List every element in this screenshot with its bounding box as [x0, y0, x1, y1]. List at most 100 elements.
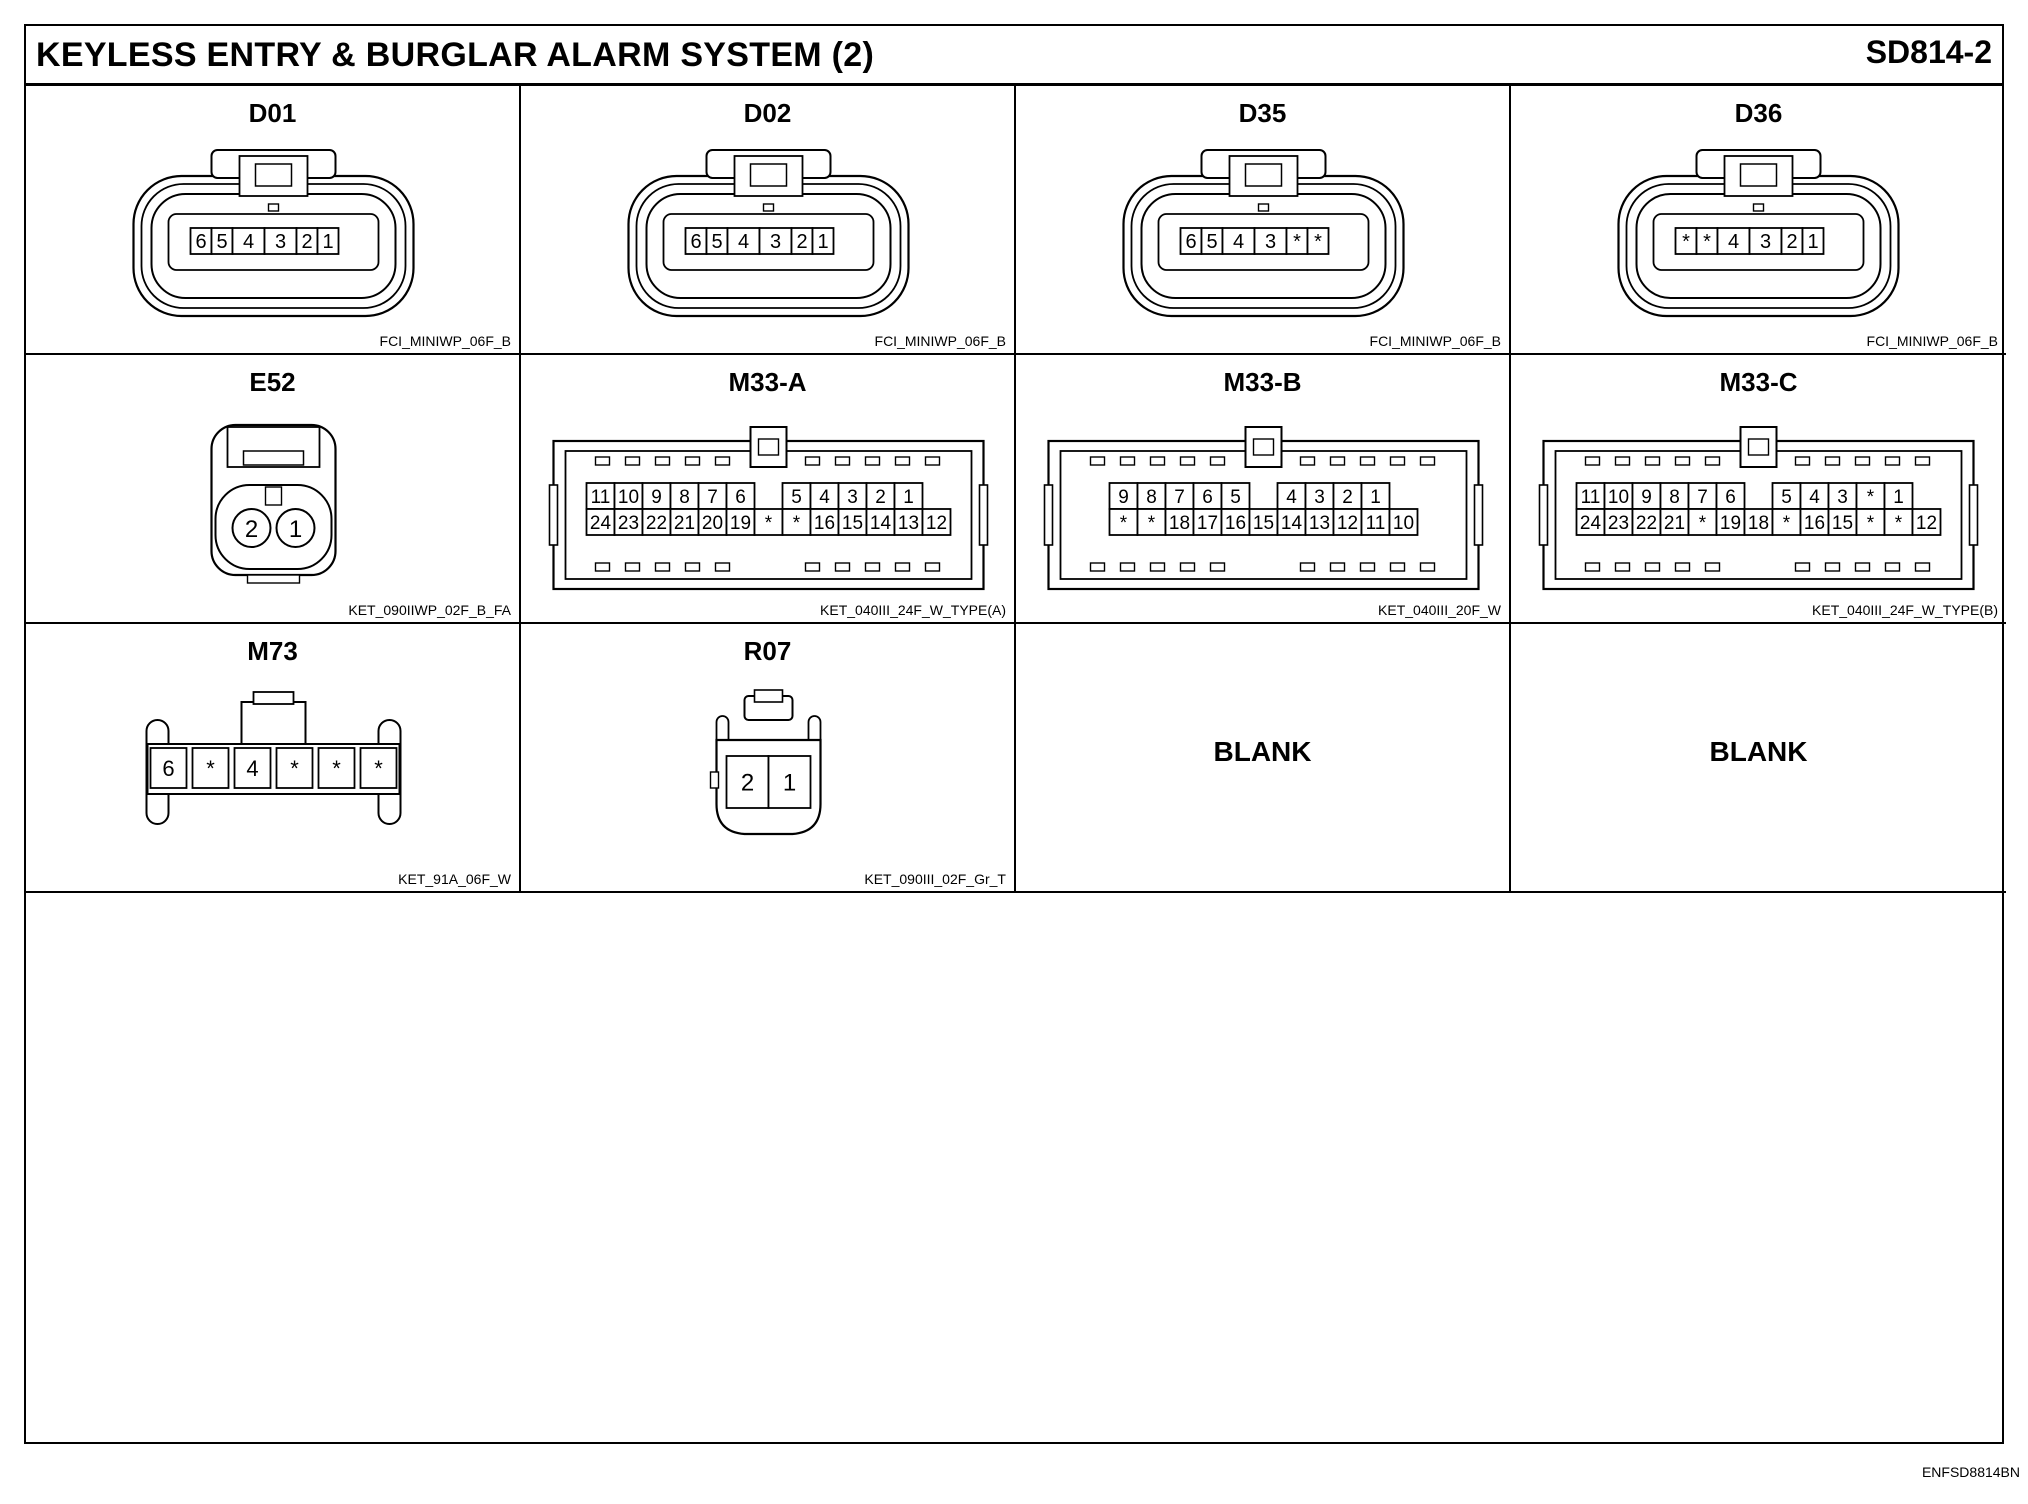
pin-cell: 24: [1575, 508, 1606, 536]
connector-type: FCI_MINIWP_06F_B: [379, 333, 511, 349]
terminal-slot: [1614, 562, 1631, 572]
sheet-code: SD814-2: [1865, 34, 1992, 70]
pin-cell: 15: [837, 508, 868, 536]
pin-cell: 14: [1276, 508, 1307, 536]
pin-number: 18: [1169, 513, 1190, 534]
pin-cell: 10: [613, 482, 644, 510]
pin-number: 6: [735, 487, 746, 508]
terminal-slot: [1419, 562, 1436, 572]
pin-number: 1: [1370, 487, 1381, 508]
terminal-slot: [924, 562, 941, 572]
pin-number: *: [332, 756, 341, 781]
pin-number: 4: [246, 756, 258, 781]
pin-cell: 3: [758, 227, 793, 255]
pin-cell: 1: [811, 227, 835, 255]
pin-cell: 3: [1748, 227, 1783, 255]
latch-window: [757, 438, 780, 456]
pin-cell: 22: [641, 508, 672, 536]
pin-number: 1: [289, 516, 302, 543]
terminal-slot: [594, 456, 611, 466]
pin-number: *: [1120, 513, 1128, 534]
pin-number: *: [1314, 231, 1322, 253]
pin-cell: *: [1883, 508, 1914, 536]
connector-id: M73: [247, 636, 298, 666]
housing-inner: [214, 484, 333, 570]
pin-cell: 2: [1332, 482, 1363, 510]
pin-cell: 6: [1715, 482, 1746, 510]
pin-cell: *: [1306, 227, 1330, 255]
pin-cell: 3: [837, 482, 868, 510]
pin-number: 3: [1265, 231, 1276, 253]
terminal-slot: [1179, 456, 1196, 466]
diagram-sheet: KEYLESS ENTRY & BURGLAR ALARM SYSTEM (2)…: [24, 24, 2006, 1444]
pin-number: 21: [1664, 513, 1685, 534]
terminal-slot: [1089, 456, 1106, 466]
pin-number: 21: [674, 513, 695, 534]
pin-cell: 2: [231, 508, 272, 548]
latch: [242, 450, 305, 466]
pin-number: 17: [1197, 513, 1218, 534]
connector-id: E52: [249, 367, 296, 397]
pin-cell: 1: [1801, 227, 1825, 255]
pin-cell: 19: [1715, 508, 1746, 536]
pin-number: 7: [707, 487, 718, 508]
pin-number: 2: [245, 516, 258, 543]
pin-number: 3: [770, 231, 781, 253]
terminal-slot: [654, 456, 671, 466]
pin-number: 6: [1725, 487, 1736, 508]
pin-cell: 5: [1771, 482, 1802, 510]
pin-cell: *: [1855, 508, 1886, 536]
pin-cell: 5: [781, 482, 812, 510]
terminal-slot: [1794, 456, 1811, 466]
pin-number: *: [374, 756, 383, 781]
pin-cell: 24: [585, 508, 616, 536]
terminal-slot: [1824, 456, 1841, 466]
terminal-slot: [1179, 562, 1196, 572]
pin-number: *: [1867, 487, 1875, 508]
pin-cell: 7: [1687, 482, 1718, 510]
terminal-slot: [894, 562, 911, 572]
terminal-slot: [864, 562, 881, 572]
pin-number: 15: [1832, 513, 1853, 534]
pin-number: 19: [1720, 513, 1741, 534]
pin-number: 3: [847, 487, 858, 508]
pin-number: 5: [1230, 487, 1241, 508]
pin-number: 1: [817, 231, 828, 253]
connector-id: M33-C: [1719, 367, 1798, 397]
pin-cell: 2: [865, 482, 896, 510]
terminal-slot: [1644, 562, 1661, 572]
pin-cell: 5: [1220, 482, 1251, 510]
pin-number: 5: [1781, 487, 1792, 508]
terminal-slot: [594, 562, 611, 572]
pin-number: 22: [1636, 513, 1657, 534]
pin-number: 7: [1174, 487, 1185, 508]
locking-tab: [749, 426, 788, 468]
terminal-slot: [1884, 456, 1901, 466]
latch-window: [749, 163, 788, 187]
terminal-slot: [1329, 562, 1346, 572]
terminal-slot: [864, 456, 881, 466]
pin-number: 15: [842, 513, 863, 534]
latch: [252, 691, 295, 705]
pin-cell: 11: [1360, 508, 1391, 536]
terminal-slot: [1329, 456, 1346, 466]
connector-id: D02: [743, 98, 792, 128]
connector-type: KET_090IIWP_02F_B_FA: [348, 602, 511, 618]
pin-number: *: [206, 756, 215, 781]
pin-number: 24: [590, 513, 612, 534]
pin-number: 10: [1608, 487, 1629, 508]
terminal-slot: [1299, 456, 1316, 466]
pin-cell: *: [1108, 508, 1139, 536]
pin-cell: 9: [1108, 482, 1139, 510]
pin-cell: *: [191, 747, 230, 789]
terminal-slot: [804, 562, 821, 572]
pin-number: 10: [1393, 513, 1414, 534]
pin-cell: 11: [1575, 482, 1606, 510]
latch-window: [1244, 163, 1283, 187]
pin-number: 10: [618, 487, 639, 508]
terminal-slot: [1794, 562, 1811, 572]
